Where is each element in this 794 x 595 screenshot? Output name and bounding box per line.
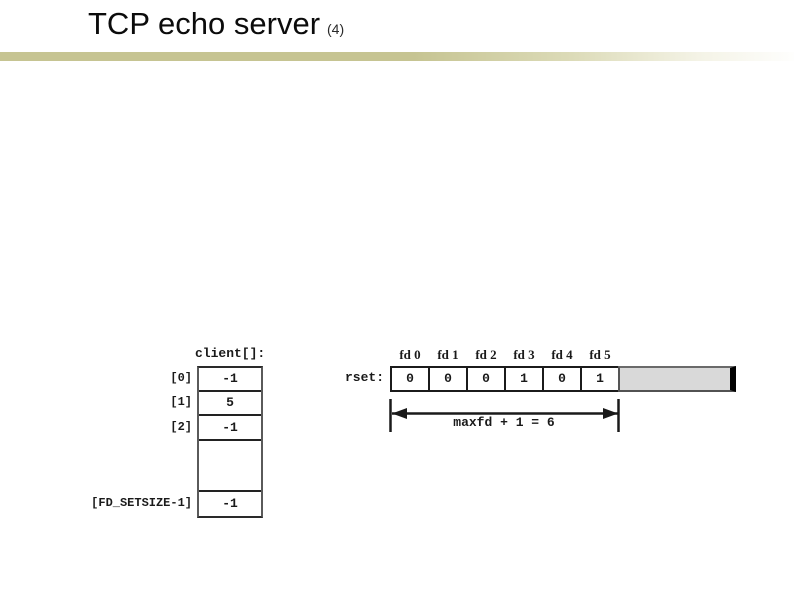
- client-array-cell-ellipsis: [199, 441, 261, 492]
- fd-label: fd 1: [437, 347, 459, 362]
- page-title-text: TCP echo server: [88, 6, 321, 41]
- client-array-index-label: [0]: [170, 371, 192, 385]
- rset-bit-cell: 0: [466, 366, 506, 392]
- client-array-cell: 5: [199, 392, 261, 416]
- page-title-suffix: (4): [327, 21, 345, 37]
- arrowhead-right: [603, 408, 618, 419]
- client-array-index-label: [2]: [170, 420, 192, 434]
- page-title: TCP echo server (4): [88, 5, 344, 48]
- maxfd-annotation: maxfd + 1 = 6: [453, 415, 555, 430]
- rset-bit-cell: 1: [504, 366, 544, 392]
- rset-bit-cell: 0: [542, 366, 582, 392]
- client-array-cell: -1: [222, 496, 238, 511]
- rset-bit-cell: 1: [580, 366, 620, 392]
- client-array: -1 5 -1 -1: [197, 366, 263, 518]
- rset-bit-array: 0 0 0 1 0 1: [390, 366, 736, 392]
- client-array-index-label: [FD_SETSIZE-1]: [91, 496, 192, 510]
- client-array-index-label: [1]: [170, 395, 192, 409]
- rset-bit-cell: 0: [390, 366, 430, 392]
- arrowhead-left: [392, 408, 407, 419]
- rset-bit-cell: 0: [428, 366, 468, 392]
- fd-label: fd 5: [589, 347, 611, 362]
- fd-label: fd 0: [399, 347, 421, 362]
- accent-divider-bar: [0, 52, 794, 61]
- fd-label: fd 3: [513, 347, 535, 362]
- client-array-cell: -1: [199, 368, 261, 392]
- fd-label: fd 4: [551, 347, 573, 362]
- rset-label: rset:: [344, 370, 384, 385]
- client-array-cell: -1: [199, 416, 261, 441]
- maxfd-span-arrow: [389, 399, 620, 432]
- client-array-header: client[]:: [195, 346, 266, 361]
- fd-label: fd 2: [475, 347, 497, 362]
- fd-label-row: fd 0 fd 1 fd 2 fd 3 fd 4 fd 5: [391, 347, 619, 362]
- rset-unused-region: [618, 366, 736, 392]
